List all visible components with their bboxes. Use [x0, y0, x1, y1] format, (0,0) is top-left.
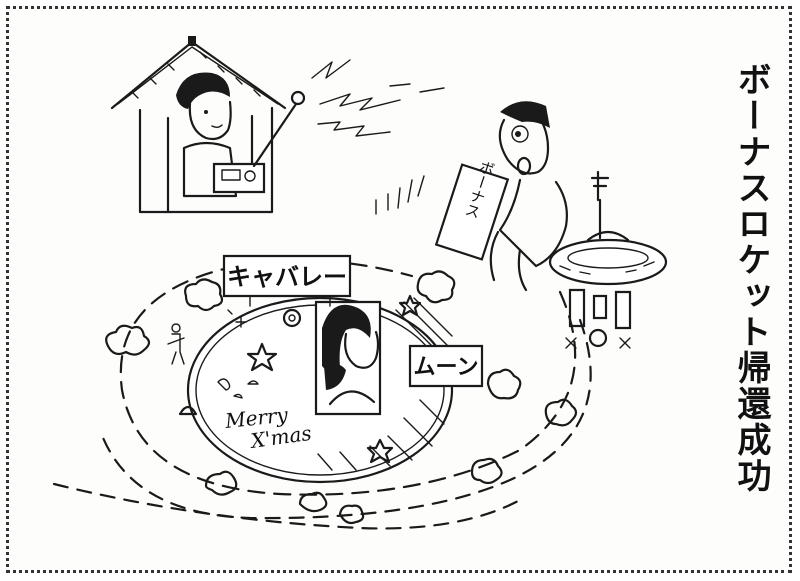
house-scene [112, 36, 444, 212]
rocket-scene: ボーナス [376, 101, 666, 348]
moon-sign-text: ムーン [414, 355, 479, 380]
orbit-trail [54, 260, 591, 528]
cabaret-moon: Merry X'mas [168, 296, 452, 482]
rocket-label-board [436, 165, 508, 260]
moon-sign: ムーン [410, 346, 482, 386]
cabaret-sign: キャバレー [224, 256, 350, 306]
caption: ボーナスロケット帰還成功 [731, 62, 771, 494]
cabaret-sign-text: キャバレー [227, 263, 347, 291]
